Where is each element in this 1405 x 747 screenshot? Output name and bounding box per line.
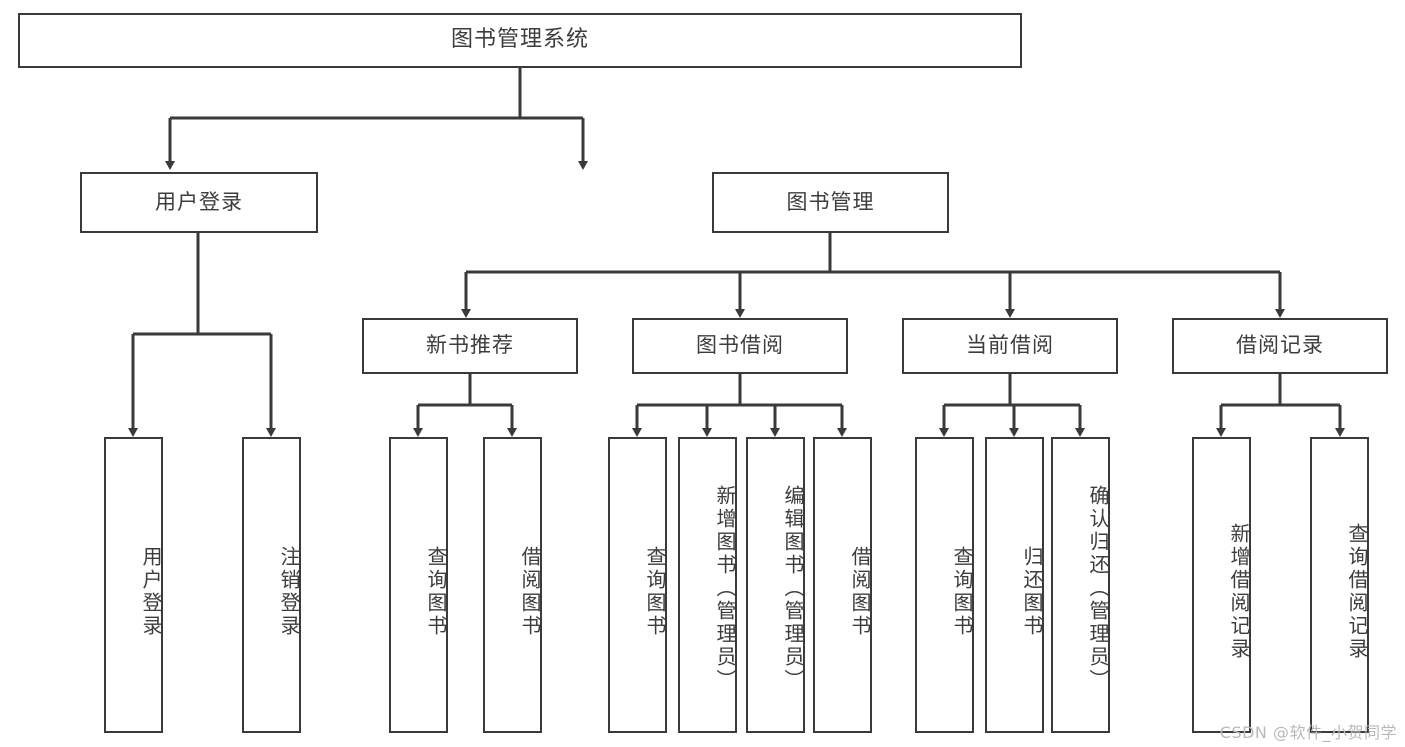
node-current-borrow[interactable]: 当前借阅 — [902, 318, 1118, 374]
leaf-return-book[interactable]: 归还图书 — [985, 437, 1044, 733]
leaf-confirm-return-admin[interactable]: 确认归还（管理员） — [1051, 437, 1110, 733]
leaf-add-book-admin[interactable]: 新增图书（管理员） — [678, 437, 737, 733]
leaf-edit-book-admin[interactable]: 编辑图书（管理员） — [746, 437, 805, 733]
leaf-add-borrow-record[interactable]: 新增借阅记录 — [1192, 437, 1251, 733]
leaf-query-borrow-record[interactable]: 查询借阅记录 — [1310, 437, 1369, 733]
node-borrow-record[interactable]: 借阅记录 — [1172, 318, 1388, 374]
leaf-query-book-current[interactable]: 查询图书 — [915, 437, 974, 733]
node-book-management[interactable]: 图书管理 — [712, 172, 949, 233]
leaf-user-logout[interactable]: 注销登录 — [242, 437, 301, 733]
leaf-borrow-book-recommend[interactable]: 借阅图书 — [483, 437, 542, 733]
leaf-query-book-recommend[interactable]: 查询图书 — [389, 437, 448, 733]
node-user-login[interactable]: 用户登录 — [80, 172, 318, 233]
csdn-watermark: CSDN @软件_小贺同学 — [1219, 723, 1397, 742]
leaf-borrow-book[interactable]: 借阅图书 — [813, 437, 872, 733]
node-new-book-recommend[interactable]: 新书推荐 — [362, 318, 578, 374]
leaf-user-login[interactable]: 用户登录 — [104, 437, 163, 733]
leaf-query-book-borrow[interactable]: 查询图书 — [608, 437, 667, 733]
node-root-system[interactable]: 图书管理系统 — [18, 13, 1022, 68]
node-book-borrow[interactable]: 图书借阅 — [632, 318, 848, 374]
